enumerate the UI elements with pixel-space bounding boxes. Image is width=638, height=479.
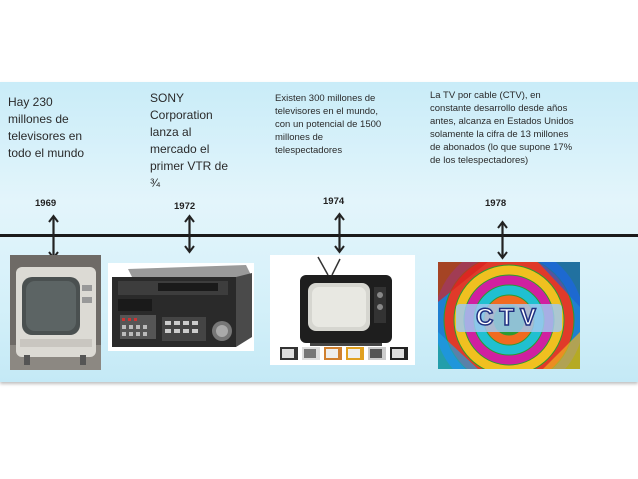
double-arrow-icon: [334, 212, 345, 254]
ctv-logo-image: CTV: [438, 262, 580, 369]
portable-tv-image: [270, 255, 415, 365]
vintage-tv-image: [10, 255, 101, 370]
event-1978-text: La TV por cable (CTV), en constante desa…: [430, 90, 574, 166]
double-arrow-icon: [48, 214, 59, 260]
sony-vtr-image: [108, 263, 254, 351]
year-1969: 1969: [35, 198, 57, 209]
year-1974: 1974: [323, 196, 345, 207]
event-1974-text: Existen 300 millones de televisores en e…: [275, 93, 382, 156]
double-arrow-icon: [184, 214, 195, 254]
double-arrow-icon: [497, 220, 508, 260]
year-1978: 1978: [485, 198, 507, 209]
ctv-logo-text: CTV: [475, 303, 542, 332]
event-1969-text: Hay 230 millones de televisores en todo …: [8, 95, 85, 160]
year-1972: 1972: [174, 201, 196, 212]
event-1972-text: SONY Corporation lanza al mercado el pri…: [150, 91, 229, 190]
timeline-axis: [0, 234, 638, 237]
